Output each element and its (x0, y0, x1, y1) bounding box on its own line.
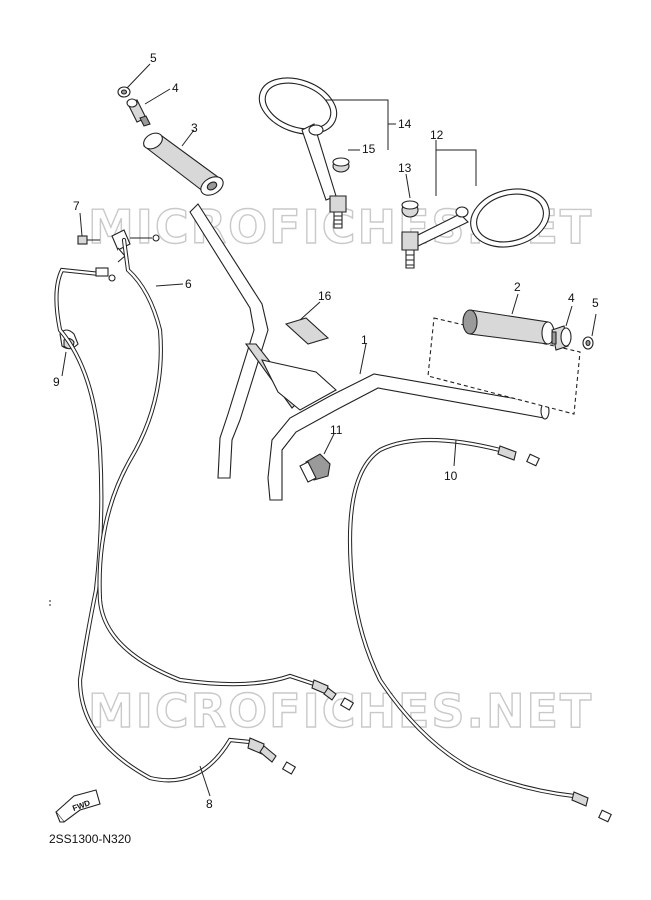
fwd-arrow-icon: FWD (55, 789, 101, 823)
part-12-mirror-right[interactable] (401, 181, 556, 269)
part-1-handlebar[interactable] (189, 203, 550, 501)
part-7-bolt[interactable] (77, 235, 100, 245)
part-14-mirror-left[interactable] (252, 68, 347, 229)
callout-3: 3 (191, 121, 198, 135)
callout-4b: 4 (568, 291, 575, 305)
callout-5b: 5 (592, 296, 599, 310)
part-5-cap-left[interactable] (117, 86, 131, 98)
part-4-bar-end-right[interactable] (551, 325, 572, 351)
callout-12: 12 (430, 128, 444, 142)
part-5-cap-right[interactable] (582, 336, 594, 350)
callout-6: 6 (185, 277, 192, 291)
part-4-bar-end-left[interactable] (126, 98, 151, 127)
callout-8: 8 (206, 797, 213, 811)
part-13-cap[interactable] (401, 200, 419, 218)
part-2-grip-right[interactable] (427, 309, 581, 415)
callout-1: 1 (361, 333, 368, 347)
callout-2: 2 (514, 280, 521, 294)
callout-13: 13 (398, 161, 412, 175)
part-11-switch[interactable] (299, 453, 331, 483)
callout-9: 9 (53, 375, 60, 389)
callout-16: 16 (318, 289, 332, 303)
callout-10: 10 (444, 469, 458, 483)
watermark-bottom: MICROFICHES.NET (88, 684, 593, 738)
part-15-cap[interactable] (332, 157, 350, 173)
diagram-code: 2SS1300-N320 (49, 832, 131, 846)
part-10-cable[interactable] (347, 437, 612, 823)
callout-7: 7 (73, 199, 80, 213)
part-3-grip-left[interactable] (141, 130, 227, 199)
callout-5a: 5 (150, 51, 157, 65)
part-6-throttle-cable[interactable] (97, 237, 355, 711)
callout-11: 11 (330, 423, 343, 437)
part-16-label[interactable] (284, 317, 330, 345)
callout-4a: 4 (172, 81, 179, 95)
callout-14: 14 (398, 117, 412, 131)
part-8-clutch-cable[interactable] (49, 267, 297, 783)
callout-15: 15 (362, 142, 376, 156)
